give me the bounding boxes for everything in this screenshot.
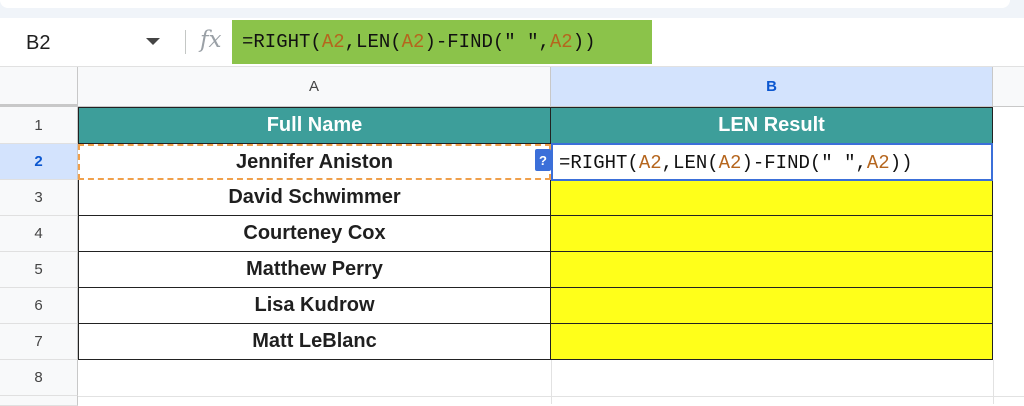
fx-icon: fx xyxy=(200,27,222,53)
cell-b3[interactable] xyxy=(551,180,993,216)
row-header-6[interactable]: 6 xyxy=(0,288,78,324)
cell-b1[interactable]: LEN Result xyxy=(551,107,993,144)
name-box[interactable]: B2 xyxy=(0,18,178,66)
formula-input[interactable]: =RIGHT(A2,LEN(A2)-FIND(" ",A2)) xyxy=(232,20,652,64)
cell-a4[interactable]: Courteney Cox xyxy=(78,216,551,252)
column-header-c[interactable] xyxy=(993,67,1024,107)
cell-b5[interactable] xyxy=(551,252,993,288)
row-header-1[interactable]: 1 xyxy=(0,107,78,144)
top-strip xyxy=(0,0,1024,18)
select-all-corner[interactable] xyxy=(0,67,78,107)
cell-a5[interactable]: Matthew Perry xyxy=(78,252,551,288)
formula-help-icon[interactable]: ? xyxy=(535,149,551,171)
row-header-3[interactable]: 3 xyxy=(0,180,78,216)
cell-a3[interactable]: David Schwimmer xyxy=(78,180,551,216)
cell-a1[interactable]: Full Name xyxy=(78,107,551,144)
column-header-a[interactable]: A xyxy=(78,67,551,107)
gridline xyxy=(551,360,552,404)
cell-a6[interactable]: Lisa Kudrow xyxy=(78,288,551,324)
name-box-value: B2 xyxy=(26,32,51,54)
cell-editor-text: =RIGHT(A2,LEN(A2)-FIND(" ",A2)) xyxy=(559,152,913,174)
cell-b4[interactable] xyxy=(551,216,993,252)
formula-text: =RIGHT(A2,LEN(A2)-FIND(" ",A2)) xyxy=(242,31,596,53)
formula-bar: B2 fx =RIGHT(A2,LEN(A2)-FIND(" ",A2)) xyxy=(0,18,1024,67)
cell-a7[interactable]: Matt LeBlanc xyxy=(78,324,551,360)
cell-b2-editor[interactable]: ? =RIGHT(A2,LEN(A2)-FIND(" ",A2)) xyxy=(535,143,993,181)
row-header-2[interactable]: 2 xyxy=(0,144,78,180)
divider xyxy=(185,30,186,54)
row-header-9[interactable] xyxy=(0,396,78,406)
row-header-5[interactable]: 5 xyxy=(0,252,78,288)
row-header-7[interactable]: 7 xyxy=(0,324,78,360)
row-header-4[interactable]: 4 xyxy=(0,216,78,252)
cell-b6[interactable] xyxy=(551,288,993,324)
column-header-b[interactable]: B xyxy=(551,67,993,107)
cell-a2[interactable]: Jennifer Aniston xyxy=(78,144,551,180)
cell-b7[interactable] xyxy=(551,324,993,360)
chevron-down-icon[interactable] xyxy=(146,38,160,45)
row-header-8[interactable]: 8 xyxy=(0,360,78,396)
gridline xyxy=(993,360,994,404)
